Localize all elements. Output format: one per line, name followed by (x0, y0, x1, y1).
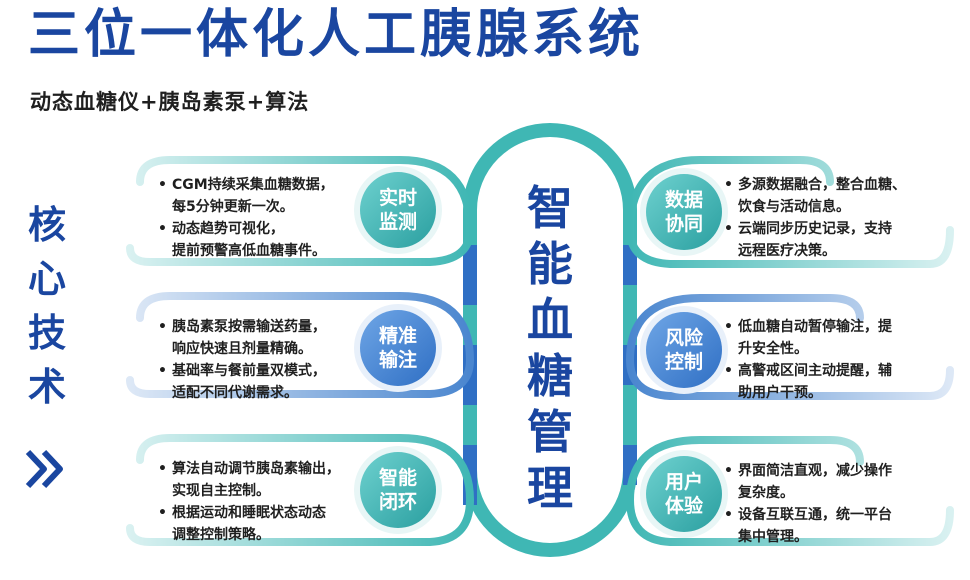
bullet-item: CGM持续采集血糖数据， 每5分钟更新一次。 (158, 174, 358, 218)
badge-smart-closed-loop: 智能 闭环 (360, 452, 436, 528)
center-label-char: 能 (527, 237, 573, 291)
bullet-item: 云端同步历史记录，支持 远程医疗决策。 (724, 218, 944, 262)
side-label-core-tech: 核 心 技 术 (18, 198, 76, 414)
bullet-item: 算法自动调节胰岛素输出， 实现自主控制。 (158, 458, 358, 502)
badge-label: 精准 输注 (378, 325, 417, 371)
bullets-realtime-monitor: CGM持续采集血糖数据， 每5分钟更新一次。 动态趋势可视化， 提前预警高低血糖… (158, 174, 358, 262)
bullets-precise-infusion: 胰岛素泵按需输送药量， 响应快速且剂量精确。 基础率与餐前量双模式， 适配不同代… (158, 316, 358, 404)
badge-realtime-monitor: 实时 监测 (360, 172, 436, 248)
bullet-item: 胰岛素泵按需输送药量， 响应快速且剂量精确。 (158, 316, 358, 360)
bullet-item: 动态趋势可视化， 提前预警高低血糖事件。 (158, 218, 358, 262)
side-label-char: 心 (27, 256, 66, 301)
card-frame-tl (126, 156, 475, 266)
badge-risk-control: 风险 控制 (646, 312, 722, 388)
badge-label: 智能 闭环 (378, 467, 417, 513)
bullet-item: 低血糖自动暂停输注，提 升安全性。 (724, 316, 944, 360)
bullet-item: 基础率与餐前量双模式， 适配不同代谢需求。 (158, 360, 358, 404)
bullet-item: 界面简洁直观，减少操作 复杂度。 (724, 460, 944, 504)
center-label-char: 糖 (527, 349, 573, 403)
bullet-item: 设备互联互通，统一平台 集中管理。 (724, 504, 944, 548)
bullet-item: 根据运动和睡眠状态动态 调整控制策略。 (158, 502, 358, 546)
badge-label: 用户 体验 (664, 471, 703, 517)
bullets-smart-closed-loop: 算法自动调节胰岛素输出， 实现自主控制。 根据运动和睡眠状态动态 调整控制策略。 (158, 458, 358, 546)
center-label-char: 血 (527, 293, 573, 347)
center-label-smart-glucose: 智 能 血 糖 管 理 (520, 180, 580, 516)
card-frame-ml (126, 292, 475, 398)
card-frame-bl (126, 434, 475, 546)
side-label-char: 技 (27, 310, 66, 355)
center-label-char: 管 (527, 405, 573, 459)
badge-data-collab: 数据 协同 (646, 174, 722, 250)
bullet-item: 多源数据融合，整合血糖、 饮食与活动信息。 (724, 174, 944, 218)
page-title: 三位一体化人工胰腺系统 (28, 4, 645, 65)
bullets-user-experience: 界面简洁直观，减少操作 复杂度。 设备互联互通，统一平台 集中管理。 (724, 460, 944, 548)
center-label-char: 理 (527, 461, 573, 515)
badge-label: 数据 协同 (664, 189, 703, 235)
double-chevron-right-icon (25, 449, 63, 489)
badge-user-experience: 用户 体验 (646, 456, 722, 532)
page-subtitle: 动态血糖仪+胰岛素泵+算法 (30, 90, 310, 114)
badge-label: 风险 控制 (664, 327, 703, 373)
badge-precise-infusion: 精准 输注 (360, 310, 436, 386)
bullets-risk-control: 低血糖自动暂停输注，提 升安全性。 高警戒区间主动提醒，辅 助用户干预。 (724, 316, 944, 404)
badge-label: 实时 监测 (378, 187, 417, 233)
card-frame-tr (625, 156, 954, 268)
side-label-char: 核 (27, 202, 66, 247)
center-label-char: 智 (527, 181, 573, 235)
bullet-item: 高警戒区间主动提醒，辅 助用户干预。 (724, 360, 944, 404)
bullets-data-collab: 多源数据融合，整合血糖、 饮食与活动信息。 云端同步历史记录，支持 远程医疗决策… (724, 174, 944, 262)
side-label-char: 术 (27, 364, 66, 409)
